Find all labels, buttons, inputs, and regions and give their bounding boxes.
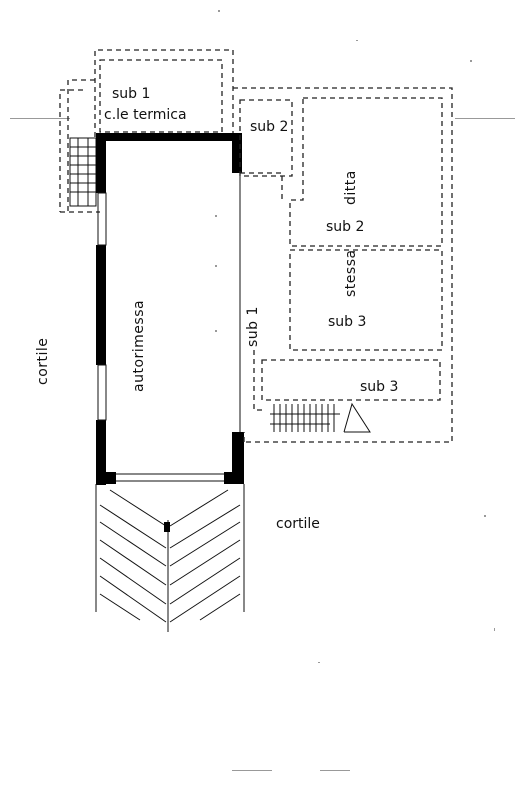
- sub1-vertical-label: sub 1: [245, 306, 261, 347]
- sub2-right-label: sub 2: [326, 219, 364, 235]
- sub3-mid-label: sub 3: [328, 314, 366, 330]
- lower-right-stair: [270, 402, 371, 433]
- autorimessa-label: autorimessa: [131, 300, 147, 392]
- cortile-left-label: cortile: [35, 338, 51, 385]
- right-dashed-rooms: [233, 87, 453, 443]
- autorimessa-walls: [96, 133, 244, 485]
- sub2-small-label: sub 2: [250, 119, 288, 135]
- left-stair: [69, 137, 97, 207]
- sub3-lower-label: sub 3: [360, 379, 398, 395]
- sub1-centrale-termica-block: [59, 49, 234, 213]
- sub1-top-label: sub 1: [112, 86, 150, 102]
- scan-noise: [10, 10, 515, 771]
- cortile-bottom-label: cortile: [276, 516, 320, 532]
- stessa-label: stessa: [343, 249, 359, 297]
- herringbone-paving: [95, 484, 245, 632]
- centrale-termica-label: c.le termica: [104, 107, 187, 123]
- ditta-label: ditta: [343, 170, 359, 205]
